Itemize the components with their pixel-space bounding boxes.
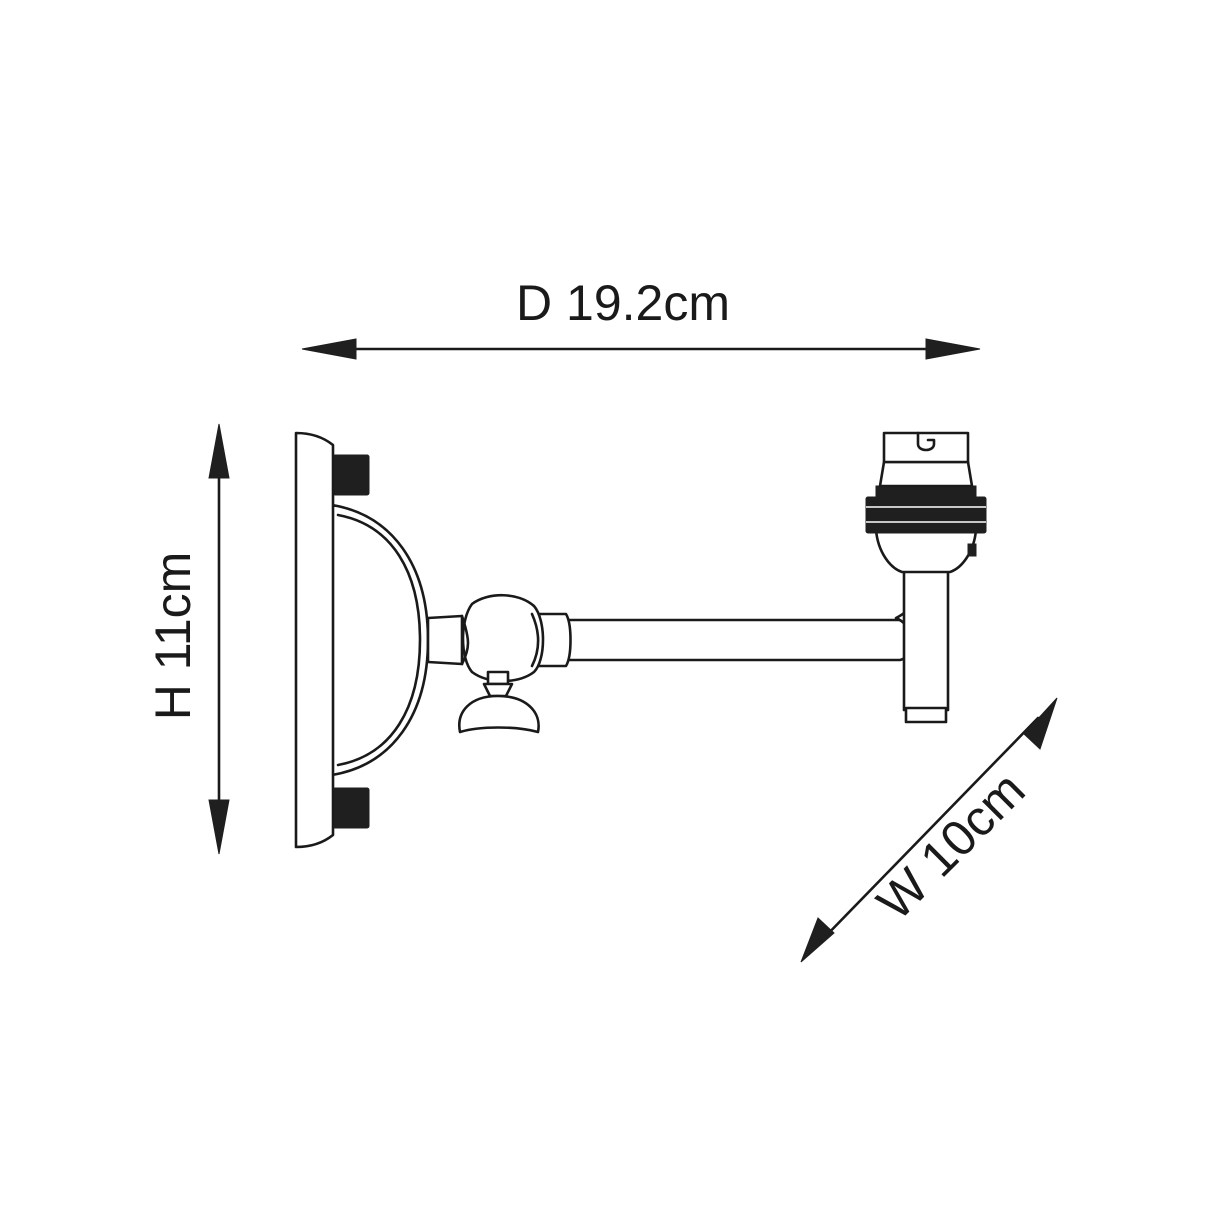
mounting-block-bottom bbox=[332, 787, 370, 829]
height-arrow-bottom bbox=[208, 799, 230, 855]
knuckle-joint-edge-right bbox=[530, 612, 540, 668]
depth-arrow-right bbox=[925, 338, 981, 360]
wall-light-fixture bbox=[294, 431, 987, 849]
knuckle-joint-edge-left bbox=[460, 614, 470, 666]
bayonet-cap bbox=[882, 431, 970, 464]
width-arrow-top bbox=[1023, 697, 1058, 750]
mounting-block-top bbox=[332, 454, 370, 496]
arm-tube bbox=[564, 618, 912, 662]
width-label: W 10cm bbox=[866, 761, 1035, 930]
lampholder-shade-ring bbox=[865, 496, 987, 534]
thumbscrew-stem bbox=[486, 670, 510, 686]
depth-dimension: D 19.2cm bbox=[301, 275, 981, 360]
width-arrow-bottom bbox=[800, 917, 835, 963]
height-dimension: H 11cm bbox=[145, 423, 230, 855]
stem-end-cap bbox=[904, 706, 948, 724]
lampholder-upper-body bbox=[878, 460, 974, 488]
lampholder-lower-cup bbox=[874, 528, 978, 574]
thumbscrew-knob bbox=[458, 694, 540, 734]
wall-backplate bbox=[294, 431, 335, 849]
dome-cover-inner-edge bbox=[336, 513, 422, 767]
width-dimension-line bbox=[818, 716, 1040, 944]
arm-connector bbox=[426, 614, 464, 666]
bayonet-j-slot bbox=[916, 431, 936, 452]
lampholder-side-switch bbox=[967, 543, 977, 557]
height-label: H 11cm bbox=[145, 552, 201, 721]
dome-cover bbox=[330, 503, 430, 777]
knuckle-joint bbox=[461, 593, 545, 683]
depth-arrow-left bbox=[301, 338, 357, 360]
lampholder-thread-band bbox=[875, 485, 977, 499]
thumbscrew-neck bbox=[482, 682, 514, 698]
width-dimension: W 10cm bbox=[800, 697, 1058, 963]
depth-label: D 19.2cm bbox=[516, 275, 730, 331]
height-arrow-top bbox=[208, 423, 230, 479]
vertical-stem bbox=[902, 566, 950, 712]
